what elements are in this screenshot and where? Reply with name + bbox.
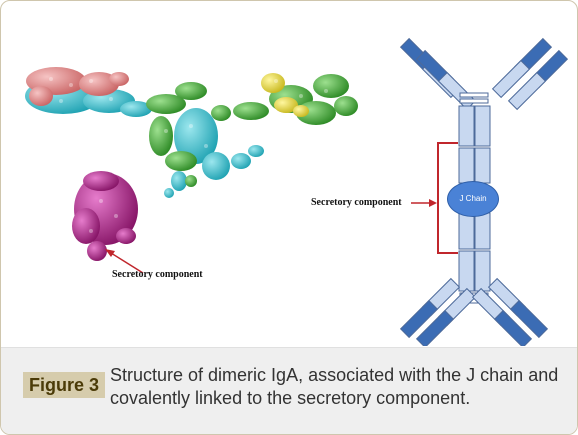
magenta-secretory-component [72, 171, 138, 261]
figure-badge: Figure 3 [23, 372, 106, 398]
lower-right-arm [471, 277, 549, 349]
protein-3d-model [25, 67, 358, 274]
cyan-chain [25, 78, 264, 198]
salmon-chain [26, 67, 129, 106]
lower-left-arm [399, 277, 477, 349]
iga-schematic [399, 37, 569, 349]
j-chain-node: J Chain [447, 181, 499, 217]
heavy-chain-stem [458, 105, 491, 292]
secretory-bracket [437, 142, 458, 254]
upper-right-arm [491, 37, 569, 111]
figure-panel: J Chain Secretory component Secretory co… [1, 1, 577, 349]
right-secretory-label: Secretory component [311, 197, 402, 208]
yellow-chain [261, 73, 309, 117]
figure-artwork [25, 37, 569, 349]
j-chain-label: J Chain [459, 194, 487, 203]
figure-caption: Structure of dimeric IgA, associated wit… [110, 365, 559, 408]
left-secretory-label: Secretory component [112, 269, 203, 280]
upper-hinge [459, 92, 489, 104]
secretory-arrow [411, 199, 437, 207]
